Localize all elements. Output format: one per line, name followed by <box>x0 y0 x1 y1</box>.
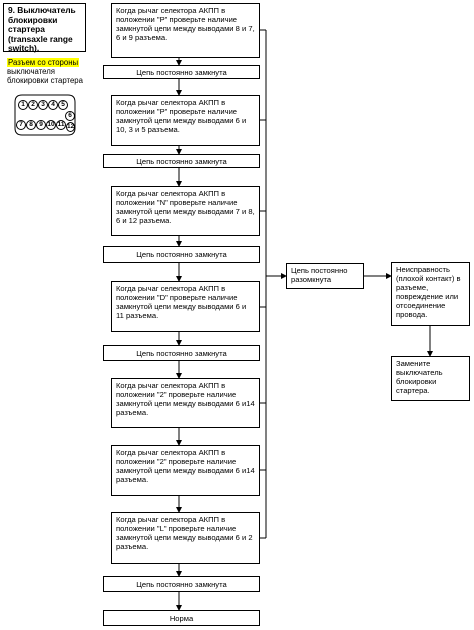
pin: 2 <box>28 100 38 110</box>
check-step: Когда рычаг селектора АКПП в положении "… <box>111 378 260 428</box>
check-step: Когда рычаг селектора АКПП в положении "… <box>111 186 260 236</box>
result-ok: Норма <box>103 610 260 626</box>
result-open: Цепь постоянно разомкнута <box>286 263 364 289</box>
check-step: Когда рычаг селектора АКПП в положении "… <box>111 95 260 146</box>
check-step: Когда рычаг селектора АКПП в положении "… <box>111 512 260 564</box>
pin: 10 <box>46 120 56 130</box>
fault-description: Неисправность (плохой контакт) в разъеме… <box>391 262 470 326</box>
pin: 9 <box>36 120 46 130</box>
pin: 12 <box>66 122 75 132</box>
pin: 1 <box>18 100 28 110</box>
connector-diagram: 1 2 3 4 5 6 7 8 9 10 11 12 <box>14 94 76 136</box>
pin: 11 <box>56 120 66 130</box>
result-closed: Цепь постоянно замкнута <box>103 576 260 592</box>
check-step: Когда рычаг селектора АКПП в положении "… <box>111 3 260 58</box>
result-closed: Цепь постоянно замкнута <box>103 65 260 79</box>
connector-note: Разъем со стороны <box>7 58 80 67</box>
pin: 5 <box>58 100 68 110</box>
repair-action: Замените выключатель блокировки стартера… <box>391 356 470 401</box>
pin: 4 <box>48 100 58 110</box>
result-closed: Цепь постоянно замкнута <box>103 154 260 168</box>
result-closed: Цепь постоянно замкнута <box>103 345 260 361</box>
check-step: Когда рычаг селектора АКПП в положении "… <box>111 445 260 496</box>
pin: 3 <box>38 100 48 110</box>
pin: 7 <box>16 120 26 130</box>
connector-subtitle: выключателя блокировки стартера <box>7 67 83 85</box>
pin: 8 <box>26 120 36 130</box>
connector-outline-icon <box>14 94 76 136</box>
pin: 6 <box>65 111 75 121</box>
check-step: Когда рычаг селектора АКПП в положении "… <box>111 281 260 332</box>
section-title: 9. Выключатель блокировки стартера (tran… <box>3 3 86 53</box>
result-closed: Цепь постоянно замкнута <box>103 246 260 263</box>
